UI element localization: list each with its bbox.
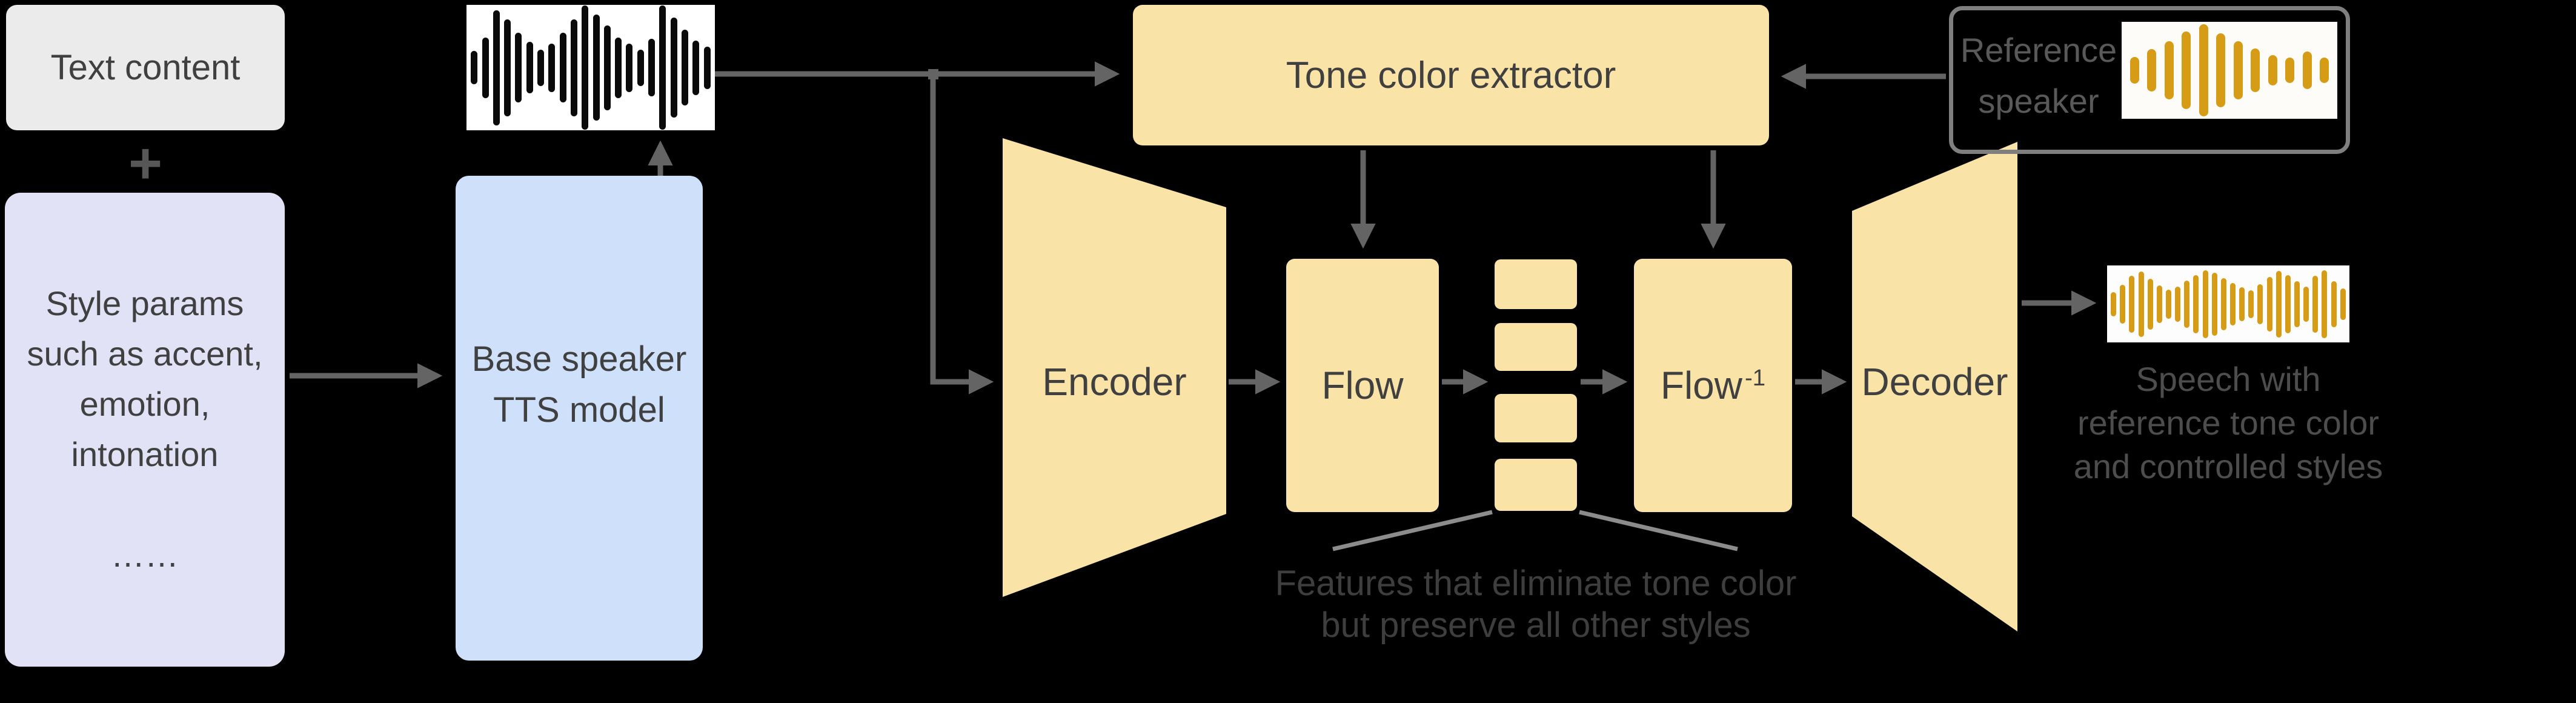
waveform-bar [504,19,511,116]
feature-square [1495,259,1577,309]
waveform-bar [2216,33,2226,107]
waveform-bar [2294,281,2300,327]
waveform-bar [2164,41,2174,99]
feature-square [1495,323,1577,371]
waveform-bar [2156,285,2162,323]
waveform-bar [559,33,566,102]
waveform-bar [482,37,489,98]
waveform-bar [2202,270,2208,338]
waveform-bar [2184,280,2190,328]
waveform-bar [2322,270,2328,338]
flow-label: Flow [1321,364,1404,407]
waveform-bar [471,51,478,84]
waveform-bar [2120,284,2126,324]
tone-color-extractor-label: Tone color extractor [1286,54,1616,96]
waveform-bar [515,33,522,102]
plus-icon: + [128,130,163,196]
waveform-bar [2257,284,2263,324]
waveform-bar [703,46,711,89]
waveform-bar [2220,278,2226,330]
waveform-bar [626,43,633,92]
reference-speaker-box [1949,6,2350,154]
waveform-bar [2266,276,2272,332]
flow-box: Flow [1286,259,1439,512]
waveform-bar [2147,278,2153,330]
waveform-bar [2193,275,2199,333]
feature-square [1495,394,1577,442]
waveform-bar [582,5,589,130]
waveform-bar [2111,292,2117,316]
output-speech-waveform-icon [2107,265,2349,342]
waveform-bar [2211,272,2217,336]
waveform-bar [2320,58,2329,83]
waveform-bar [570,19,577,116]
waveform-bar [603,25,611,110]
decoder-label: Decoder [1861,360,2008,404]
waveform-bar [2130,57,2139,84]
waveform-bar [2276,270,2282,338]
waveform-bar [615,37,622,98]
features-pointer-line-right [1579,510,1738,551]
reference-speech-waveform-icon [2122,22,2337,119]
waveform-bar [2285,275,2291,333]
waveform-bar [2303,286,2309,322]
waveform-bar [2331,281,2337,327]
waveform-bar [2268,55,2277,85]
encoder-label: Encoder [1042,360,1187,404]
features-pointer-line-left [1332,510,1493,551]
waveform-bar [2340,288,2346,320]
waveform-bar [2302,52,2312,89]
arrow-branch-to-encoder [930,74,994,395]
waveform-bar [2285,58,2295,83]
waveform-bar [637,49,644,86]
waveform-bar [526,42,533,93]
waveform-bar [2175,286,2181,322]
waveform-bar [2165,289,2171,319]
waveform-bar [659,5,666,130]
waveform-bar [2229,282,2236,325]
input-speech-waveform-icon [466,5,715,130]
tone-color-extractor-box: Tone color extractor [1133,5,1769,145]
waveform-bar [681,30,688,105]
waveform-bar [2199,24,2208,116]
waveform-bar [2248,290,2254,318]
waveform-bar [493,10,500,125]
text-content-label: Text content [50,48,241,87]
waveform-bar [2251,48,2260,92]
branch-junction-dot [928,69,938,79]
waveform-bar [2239,287,2245,321]
flow-inverse-label: Flow-1 [1660,364,1766,407]
waveform-bar [2182,32,2191,109]
waveform-bar [692,40,700,95]
waveform-bar [537,49,545,86]
text-content-box: Text content [6,5,285,130]
waveform-bar [548,43,556,92]
flow-inverse-box: Flow-1 [1634,259,1792,512]
waveform-bar [2312,275,2319,333]
waveform-bar [648,39,656,96]
feature-square [1495,459,1577,511]
waveform-bar [2129,275,2135,333]
waveform-bar [593,15,600,121]
waveform-bar [670,18,677,118]
waveform-bar [2233,41,2243,99]
waveform-bar [2147,49,2157,92]
waveform-bar [2138,271,2144,337]
